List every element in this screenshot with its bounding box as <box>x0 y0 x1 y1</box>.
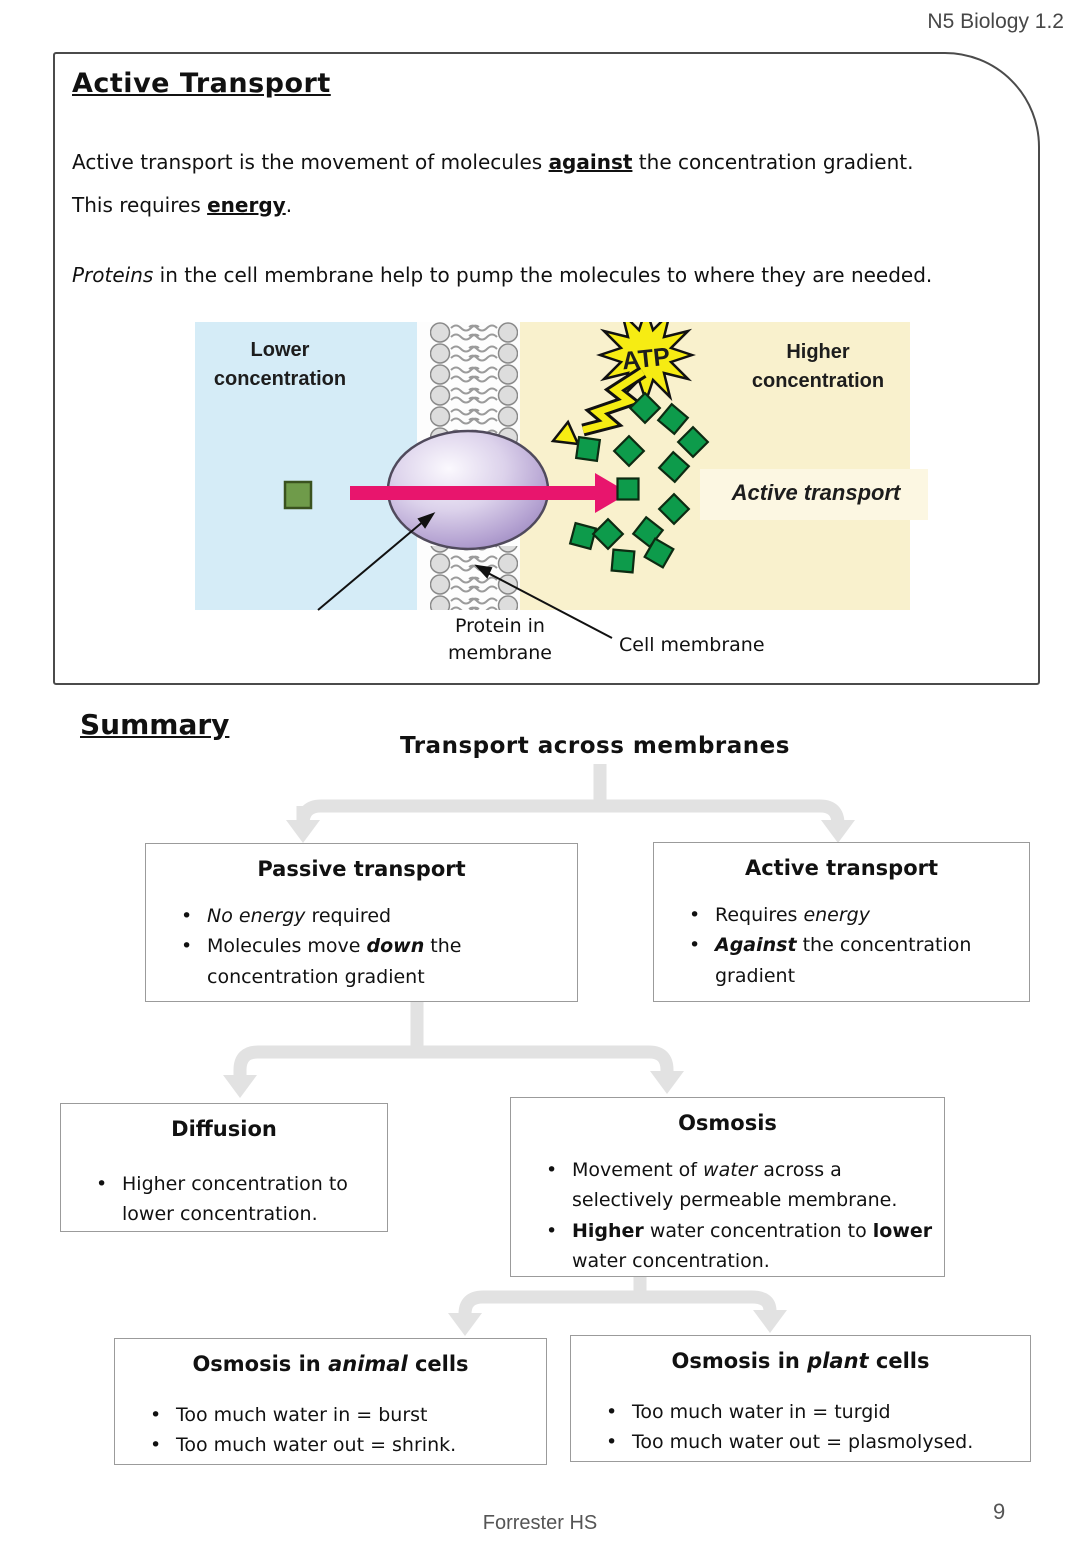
paragraph-line: Active transport is the movement of mole… <box>72 150 914 174</box>
box-title: Osmosis in plant cells <box>671 1349 930 1373</box>
list-item: Movement of water across a selectively p… <box>546 1155 934 1216</box>
flowchart-box-diffusion: Diffusion Higher concentration to lower … <box>60 1103 388 1232</box>
list-item: No energy required <box>181 901 567 931</box>
molecule-cluster <box>568 391 710 574</box>
box-title: Active transport <box>744 856 939 880</box>
box-title: Passive transport <box>257 857 466 881</box>
paragraph-line: This requires energy. <box>72 193 293 217</box>
flowchart-box-osmosis-animal-cells: Osmosis in animal cells Too much water i… <box>114 1338 547 1465</box>
higher-concentration-label: Higher concentration <box>751 341 885 392</box>
list-item: Molecules move down the concentration gr… <box>181 931 567 992</box>
list-item: Higher concentration to lower concentrat… <box>96 1169 377 1230</box>
cell-membrane-upper <box>430 322 518 448</box>
lower-concentration-label: Lower concentration <box>213 339 347 390</box>
list-item: Too much water out = shrink. <box>150 1430 536 1460</box>
active-transport-diagram: Lower concentration Higher concentration… <box>195 305 932 668</box>
flowchart-box-osmosis-plant-cells: Osmosis in plant cells Too much water in… <box>570 1335 1031 1462</box>
molecule-square <box>283 480 313 510</box>
cell-membrane-lower <box>430 546 518 610</box>
footer-school: Forrester HS <box>482 1512 598 1534</box>
section-title: Active Transport <box>72 68 331 99</box>
transport-arrow-icon <box>350 473 629 513</box>
box-title: Osmosis <box>678 1111 777 1135</box>
active-transport-label: Active transport <box>731 480 901 505</box>
box-title: Osmosis in animal cells <box>192 1352 469 1376</box>
atp-label: ATP <box>620 342 672 376</box>
course-label: N5 Biology 1.2 <box>927 10 1064 33</box>
flowchart-box-osmosis: Osmosis Movement of water across a selec… <box>510 1097 945 1277</box>
active-transport-label-band <box>700 469 928 520</box>
higher-concentration-region <box>520 322 910 610</box>
list-item: Too much water out = plasmolysed. <box>606 1427 1020 1457</box>
list-item: Too much water in = burst <box>150 1400 536 1430</box>
list-item: Too much water in = turgid <box>606 1397 1020 1427</box>
list-item: Higher water concentration to lower wate… <box>546 1216 934 1277</box>
summary-title: Summary <box>80 708 230 741</box>
paragraph-line: Proteins in the cell membrane help to pu… <box>72 263 933 287</box>
diagram-artwork <box>195 305 928 639</box>
page-number: 9 <box>993 1499 1006 1524</box>
flowchart-box-passive-transport: Passive transport No energy required Mol… <box>145 843 578 1002</box>
energy-bolt-icon <box>550 366 647 446</box>
annotation-arrows <box>317 512 613 639</box>
list-item: Requires energy <box>689 900 1019 930</box>
flowchart-root-title: Transport across membranes <box>400 733 790 759</box>
flowchart-box-active-transport: Active transport Requires energy Against… <box>653 842 1030 1002</box>
list-item: Against the concentration gradient <box>689 930 1019 991</box>
box-title: Diffusion <box>171 1117 277 1141</box>
protein-annotation-label: Protein in membrane <box>448 615 552 664</box>
lower-concentration-region <box>195 322 417 610</box>
membrane-annotation-label: Cell membrane <box>619 634 765 656</box>
